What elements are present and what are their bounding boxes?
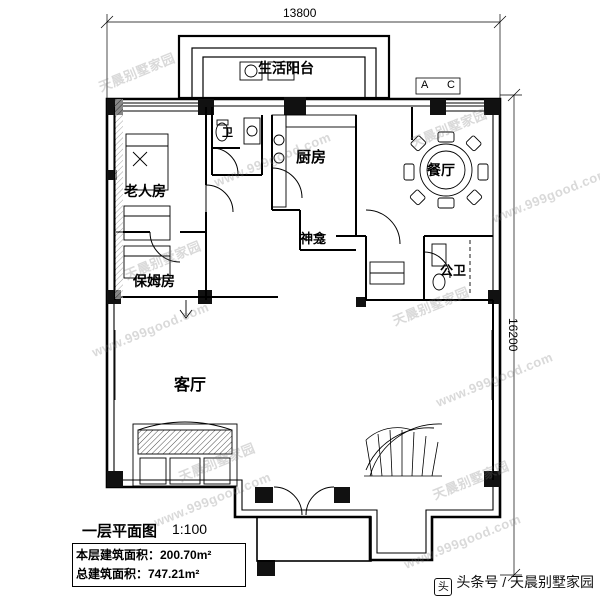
room-label-dining: 餐厅 <box>427 162 455 178</box>
wall-hatching <box>115 99 123 299</box>
drawing-title: 一层平面图 <box>82 523 158 540</box>
source-footer: 头头条号 / 天晨别墅家园 <box>434 572 594 596</box>
room-label-bath: 卫 <box>222 127 233 139</box>
room-label-kitchen: 厨房 <box>296 149 327 166</box>
axis-label-a: A <box>421 79 429 91</box>
footer-text: 头条号 / 天晨别墅家园 <box>456 574 594 590</box>
dimension-right: 16200 <box>506 318 520 352</box>
room-label-public-toilet: 公卫 <box>440 263 467 278</box>
windows <box>106 102 501 400</box>
room-label-shrine: 神龛 <box>300 231 327 246</box>
area-total: 总建筑面积：747.21m² <box>76 567 200 581</box>
axis-label-c: C <box>447 79 455 91</box>
room-label-balcony: 生活阳台 <box>258 60 314 76</box>
room-label-maid-room: 保姆房 <box>133 273 175 289</box>
area-floor: 本层建筑面积：200.70m² <box>76 548 212 562</box>
title-block-frame <box>72 543 246 587</box>
north-marker <box>179 300 193 319</box>
room-label-living: 客厅 <box>174 377 207 394</box>
room-label-elder-room: 老人房 <box>124 183 166 199</box>
drawing-scale: 1:100 <box>172 521 208 537</box>
dimension-top: 13800 <box>283 6 317 20</box>
dimension-lines <box>100 14 522 582</box>
axis-markers <box>415 77 461 95</box>
fixtures <box>123 61 489 562</box>
toutiao-logo-icon: 头 <box>434 578 453 596</box>
door-swings <box>149 147 451 516</box>
